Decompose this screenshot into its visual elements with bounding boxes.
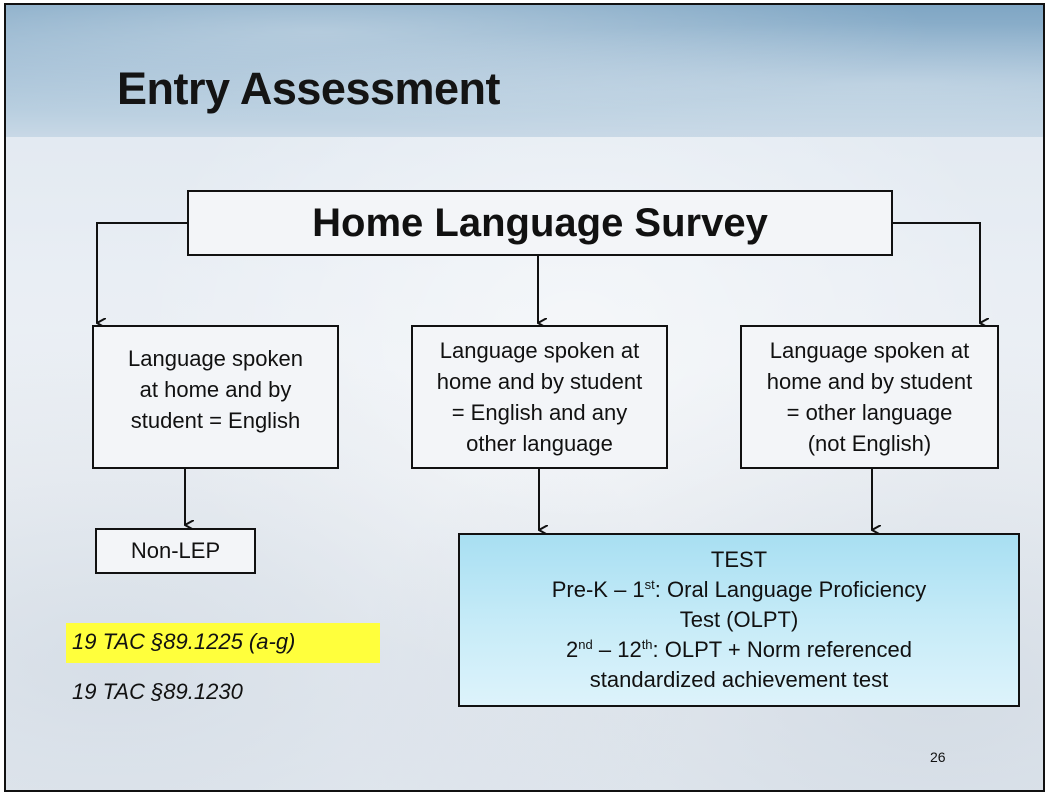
option-1-line-2: at home and by — [139, 376, 292, 402]
non-lep-label: Non-LEP — [130, 538, 221, 563]
test-line-olpt: Test (OLPT) — [679, 607, 799, 632]
test-heading: TEST — [710, 547, 768, 572]
option-2-line-1: Language spoken at — [439, 338, 640, 363]
connector-root-to-option-3 — [893, 222, 980, 323]
option-3-line-3: = other language — [786, 400, 953, 425]
option-2-line-4: other language — [466, 431, 613, 456]
page-number: 26 — [930, 749, 946, 765]
home-language-survey-label: Home Language Survey — [312, 200, 768, 245]
slide: Entry Assessment Home Language Survey La… — [4, 3, 1045, 792]
option-english-only-box: Language spoken at home and by student =… — [92, 325, 339, 469]
connector-root-to-option-1 — [96, 222, 187, 323]
home-language-survey-box: Home Language Survey — [187, 190, 893, 256]
test-line-grades-2-12: 2nd – 12th: OLPT + Norm referenced — [566, 637, 912, 662]
option-2-line-3: = English and any — [451, 400, 628, 425]
option-english-and-other-box: Language spoken at home and by student =… — [411, 325, 668, 469]
non-lep-box: Non-LEP — [95, 528, 256, 574]
option-3-line-1: Language spoken at — [769, 338, 970, 363]
test-box: TEST Pre-K – 1st: Oral Language Proficie… — [458, 533, 1020, 707]
test-line-achievement: standardized achievement test — [589, 667, 889, 692]
slide-title: Entry Assessment — [117, 63, 501, 114]
citation-highlight — [66, 623, 380, 663]
citation-highlighted: 19 TAC §89.1225 (a-g) — [72, 629, 296, 654]
option-other-language-box: Language spoken at home and by student =… — [740, 325, 999, 469]
test-line-prek: Pre-K – 1st: Oral Language Proficiency — [551, 577, 927, 602]
option-2-line-2: home and by student — [436, 369, 643, 394]
citation-plain: 19 TAC §89.1230 — [72, 679, 243, 704]
option-1-line-1: Language spoken — [128, 345, 303, 371]
option-3-line-4: (not English) — [807, 431, 932, 456]
title-band — [6, 5, 1043, 137]
option-1-line-3: student = English — [130, 407, 301, 433]
diagram-connectors — [96, 222, 1045, 792]
option-3-line-2: home and by student — [766, 369, 973, 394]
